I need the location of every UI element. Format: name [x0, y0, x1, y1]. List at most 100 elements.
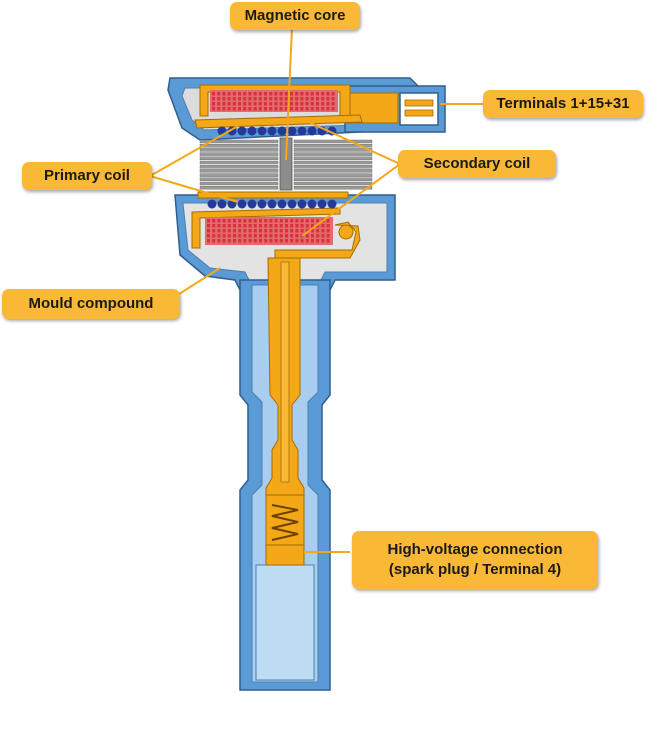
winding-dot [321, 107, 325, 111]
lamination-plate [293, 156, 373, 161]
winding-dot [222, 239, 226, 243]
winding-dot [243, 92, 247, 96]
winding-dot [217, 224, 221, 228]
winding-dot [207, 224, 210, 228]
winding-dot [238, 229, 242, 233]
winding-dot [207, 229, 210, 233]
winding-dot [305, 229, 309, 233]
winding-dot [233, 234, 236, 238]
winding-dot [305, 107, 309, 111]
winding-dot [238, 224, 242, 228]
hv-tap [274, 221, 361, 259]
winding-dot [284, 92, 288, 96]
winding-dot [310, 97, 314, 101]
winding-dot [326, 234, 330, 238]
primary-turn [327, 199, 337, 209]
callout-terminals-text: Terminals 1+15+31 [496, 95, 630, 112]
winding-dot [279, 234, 283, 238]
winding-dot [290, 97, 293, 101]
winding-dot [248, 107, 252, 111]
callout-high-voltage-line1: High-voltage connection [387, 541, 563, 558]
lower-secondary-winding [205, 217, 333, 245]
lamination-plate [293, 177, 373, 182]
primary-turn [267, 126, 277, 136]
winding-dot [274, 224, 278, 228]
winding-dot [217, 219, 221, 223]
winding-dot [233, 239, 236, 243]
winding-dot [269, 219, 273, 223]
callout-high-voltage: High-voltage connection (spark plug / Te… [352, 531, 598, 589]
primary-turn [247, 199, 257, 209]
winding-dot [305, 92, 309, 96]
winding-dot [300, 107, 304, 111]
winding-dot [243, 219, 247, 223]
upper-coil-base [194, 114, 363, 129]
winding-dot [222, 97, 226, 101]
winding-dot [217, 97, 221, 101]
winding-dot [274, 234, 278, 238]
winding-dot [212, 92, 215, 96]
lamination-plate [293, 185, 373, 190]
leader-primary-lower [149, 175, 239, 203]
winding-dot [274, 107, 278, 111]
primary-turn [287, 126, 297, 136]
winding-dot [300, 97, 304, 101]
winding-dot [279, 107, 283, 111]
winding-dot [217, 234, 221, 238]
winding-dot [326, 102, 330, 106]
winding-dot [321, 102, 325, 106]
winding-dot [295, 224, 299, 228]
winding-dot [305, 97, 309, 101]
callout-high-voltage-line2: (spark plug / Terminal 4) [388, 561, 562, 578]
primary-turn [307, 126, 317, 136]
winding-dot [259, 224, 262, 228]
winding-dot [227, 92, 231, 96]
winding-dot [316, 224, 320, 228]
winding-dot [321, 234, 325, 238]
winding-dot [326, 92, 330, 96]
winding-dot [248, 92, 252, 96]
winding-dot [264, 97, 267, 101]
winding-dot [295, 107, 299, 111]
winding-dot [331, 102, 335, 106]
winding-dot [326, 229, 330, 233]
winding-dot [269, 224, 273, 228]
core-lamination-left [199, 139, 279, 190]
winding-dot [311, 219, 314, 223]
winding-dot [233, 224, 236, 228]
winding-dot [238, 219, 242, 223]
winding-dot [269, 97, 273, 101]
winding-dot [227, 102, 231, 106]
winding-dot [279, 102, 283, 106]
winding-dot [212, 234, 216, 238]
primary-turn [257, 199, 267, 209]
leader-secondary-lower [301, 163, 401, 237]
winding-dot [274, 229, 278, 233]
winding-dot [279, 239, 283, 243]
winding-dot [285, 224, 288, 228]
primary-turn [307, 199, 317, 209]
lower-primary-winding [207, 199, 337, 209]
winding-dot [212, 239, 216, 243]
winding-dot [238, 234, 242, 238]
winding-dot [285, 229, 288, 233]
winding-dot [295, 102, 299, 106]
winding-dot [305, 234, 309, 238]
winding-dot [274, 97, 278, 101]
winding-dot [326, 224, 330, 228]
lamination-plate [293, 148, 373, 152]
terminal-pin-box [399, 92, 439, 126]
winding-dot [269, 92, 273, 96]
winding-dot [279, 229, 283, 233]
winding-dot [264, 234, 268, 238]
winding-dot [233, 219, 236, 223]
winding-dot [227, 239, 231, 243]
winding-dot [300, 239, 304, 243]
lamination-plate [199, 156, 279, 161]
winding-dot [290, 234, 294, 238]
winding-dot [274, 219, 278, 223]
winding-dot [279, 224, 283, 228]
lamination-plate [293, 143, 373, 148]
winding-dot [279, 219, 283, 223]
